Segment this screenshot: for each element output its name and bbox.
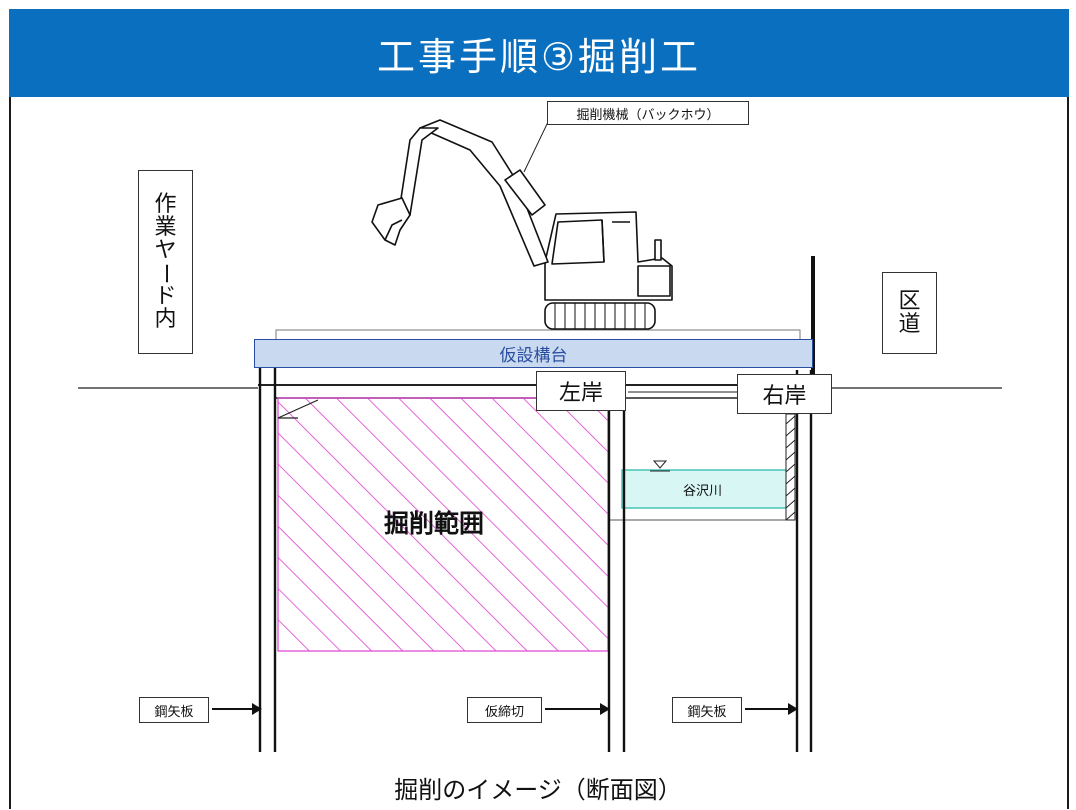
excavation-area-label: 掘削範囲: [384, 509, 485, 538]
machine-label-box: 掘削機械（バックホウ）: [547, 101, 749, 125]
excavation-area: [277, 397, 609, 652]
yard-label-box: 作業ヤード内: [138, 170, 193, 354]
right-bank-label: 右岸: [762, 384, 807, 409]
platform-label-box: 仮設構台: [254, 339, 813, 368]
steel-sheet-pile-right-box: 鋼矢板: [672, 697, 742, 723]
arrow-middle: [545, 703, 610, 715]
diagram-caption: 掘削のイメージ（断面図）: [394, 776, 682, 804]
left-bank-label-box: 左岸: [536, 371, 626, 411]
temporary-cofferdam-label: 仮締切: [484, 704, 524, 720]
slide-frame: [9, 9, 1069, 809]
excavation-slope: [277, 399, 319, 419]
arrow-right: [745, 703, 798, 715]
pile-right: [795, 370, 813, 752]
left-bank-label: 左岸: [558, 381, 603, 406]
pile-middle: [607, 398, 626, 752]
river-water: [621, 469, 788, 509]
pile-left: [258, 368, 277, 752]
water-level-icon: [650, 460, 670, 472]
platform-label: 仮設構台: [499, 346, 568, 366]
yard-label: 作業ヤード内: [153, 191, 179, 333]
temporary-cofferdam-box: 仮締切: [467, 697, 542, 723]
steel-sheet-pile-left-box: 鋼矢板: [139, 697, 209, 723]
steel-sheet-pile-right-label: 鋼矢板: [687, 704, 727, 720]
river-label: 谷沢川: [683, 484, 723, 499]
machine-label: 掘削機械（バックホウ）: [576, 107, 720, 123]
arrow-left: [212, 703, 262, 715]
machine-leader: [523, 121, 549, 173]
page-title: 工事手順③掘削工: [376, 34, 702, 79]
steel-sheet-pile-left-label: 鋼矢板: [154, 704, 194, 720]
title-bar: 工事手順③掘削工: [9, 9, 1069, 97]
excavator-icon: [371, 119, 673, 330]
right-fence-post: [811, 256, 815, 374]
ward-road-label: 区道: [898, 288, 921, 337]
right-bank-label-box: 右岸: [737, 374, 832, 414]
ward-road-label-box: 区道: [882, 272, 937, 354]
right-bank-wall: [785, 413, 796, 521]
